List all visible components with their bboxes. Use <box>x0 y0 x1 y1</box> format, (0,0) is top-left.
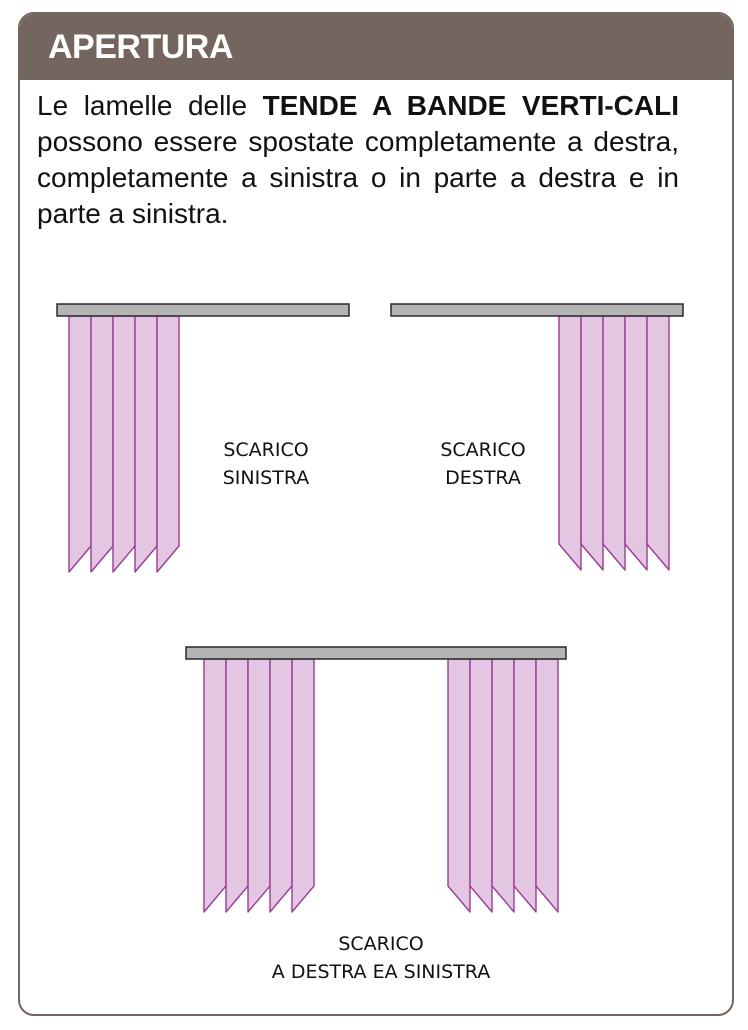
section-header: APERTURA <box>20 14 732 80</box>
right-stack-slat <box>646 315 670 571</box>
caption-left-line2: SINISTRA <box>222 467 310 489</box>
intro-product-name: TENDE A BANDE VERTI-CALI <box>262 90 680 121</box>
split-left-stack-slat <box>225 658 249 913</box>
caption-split-stack: SCARICO A DESTRA EA SINISTRA <box>231 930 531 986</box>
right-stack-slat <box>580 315 604 571</box>
split-left-stack-slat <box>247 658 271 913</box>
left-stack-slat <box>112 315 136 573</box>
caption-right-line2: DESTRA <box>445 467 521 489</box>
right-stack-slat <box>602 315 626 571</box>
right-stack-slat <box>624 315 648 571</box>
rail-bottom <box>185 646 567 660</box>
rail-top-left <box>56 303 350 317</box>
caption-right-line1: SCARICO <box>440 439 526 461</box>
left-stack-slat <box>156 315 180 573</box>
intro-text-end: possono essere spostate completamente a … <box>37 126 679 229</box>
split-right-stack-slat <box>491 658 515 913</box>
caption-split-line2: A DESTRA EA SINISTRA <box>271 961 491 983</box>
left-stack-slat <box>90 315 114 573</box>
split-left-stack-slat <box>269 658 293 913</box>
split-right-stack-slat <box>535 658 559 913</box>
intro-text-start: Le lamelle delle <box>37 90 263 121</box>
split-left-stack-slat <box>203 658 227 913</box>
split-left-stack-slat <box>291 658 315 913</box>
right-stack-slat <box>558 315 582 571</box>
caption-split-line1: SCARICO <box>338 933 424 955</box>
left-stack-slat <box>134 315 158 573</box>
left-stack-slat <box>68 315 92 573</box>
rail-top-right <box>390 303 684 317</box>
section-title: APERTURA <box>48 28 233 66</box>
split-right-stack-slat <box>469 658 493 913</box>
split-right-stack-slat <box>447 658 471 913</box>
split-right-stack-slat <box>513 658 537 913</box>
caption-right-stack: SCARICO DESTRA <box>413 436 553 492</box>
caption-left-line1: SCARICO <box>223 439 309 461</box>
caption-left-stack: SCARICO SINISTRA <box>196 436 336 492</box>
intro-paragraph: Le lamelle delle TENDE A BANDE VERTI-CAL… <box>37 88 679 232</box>
